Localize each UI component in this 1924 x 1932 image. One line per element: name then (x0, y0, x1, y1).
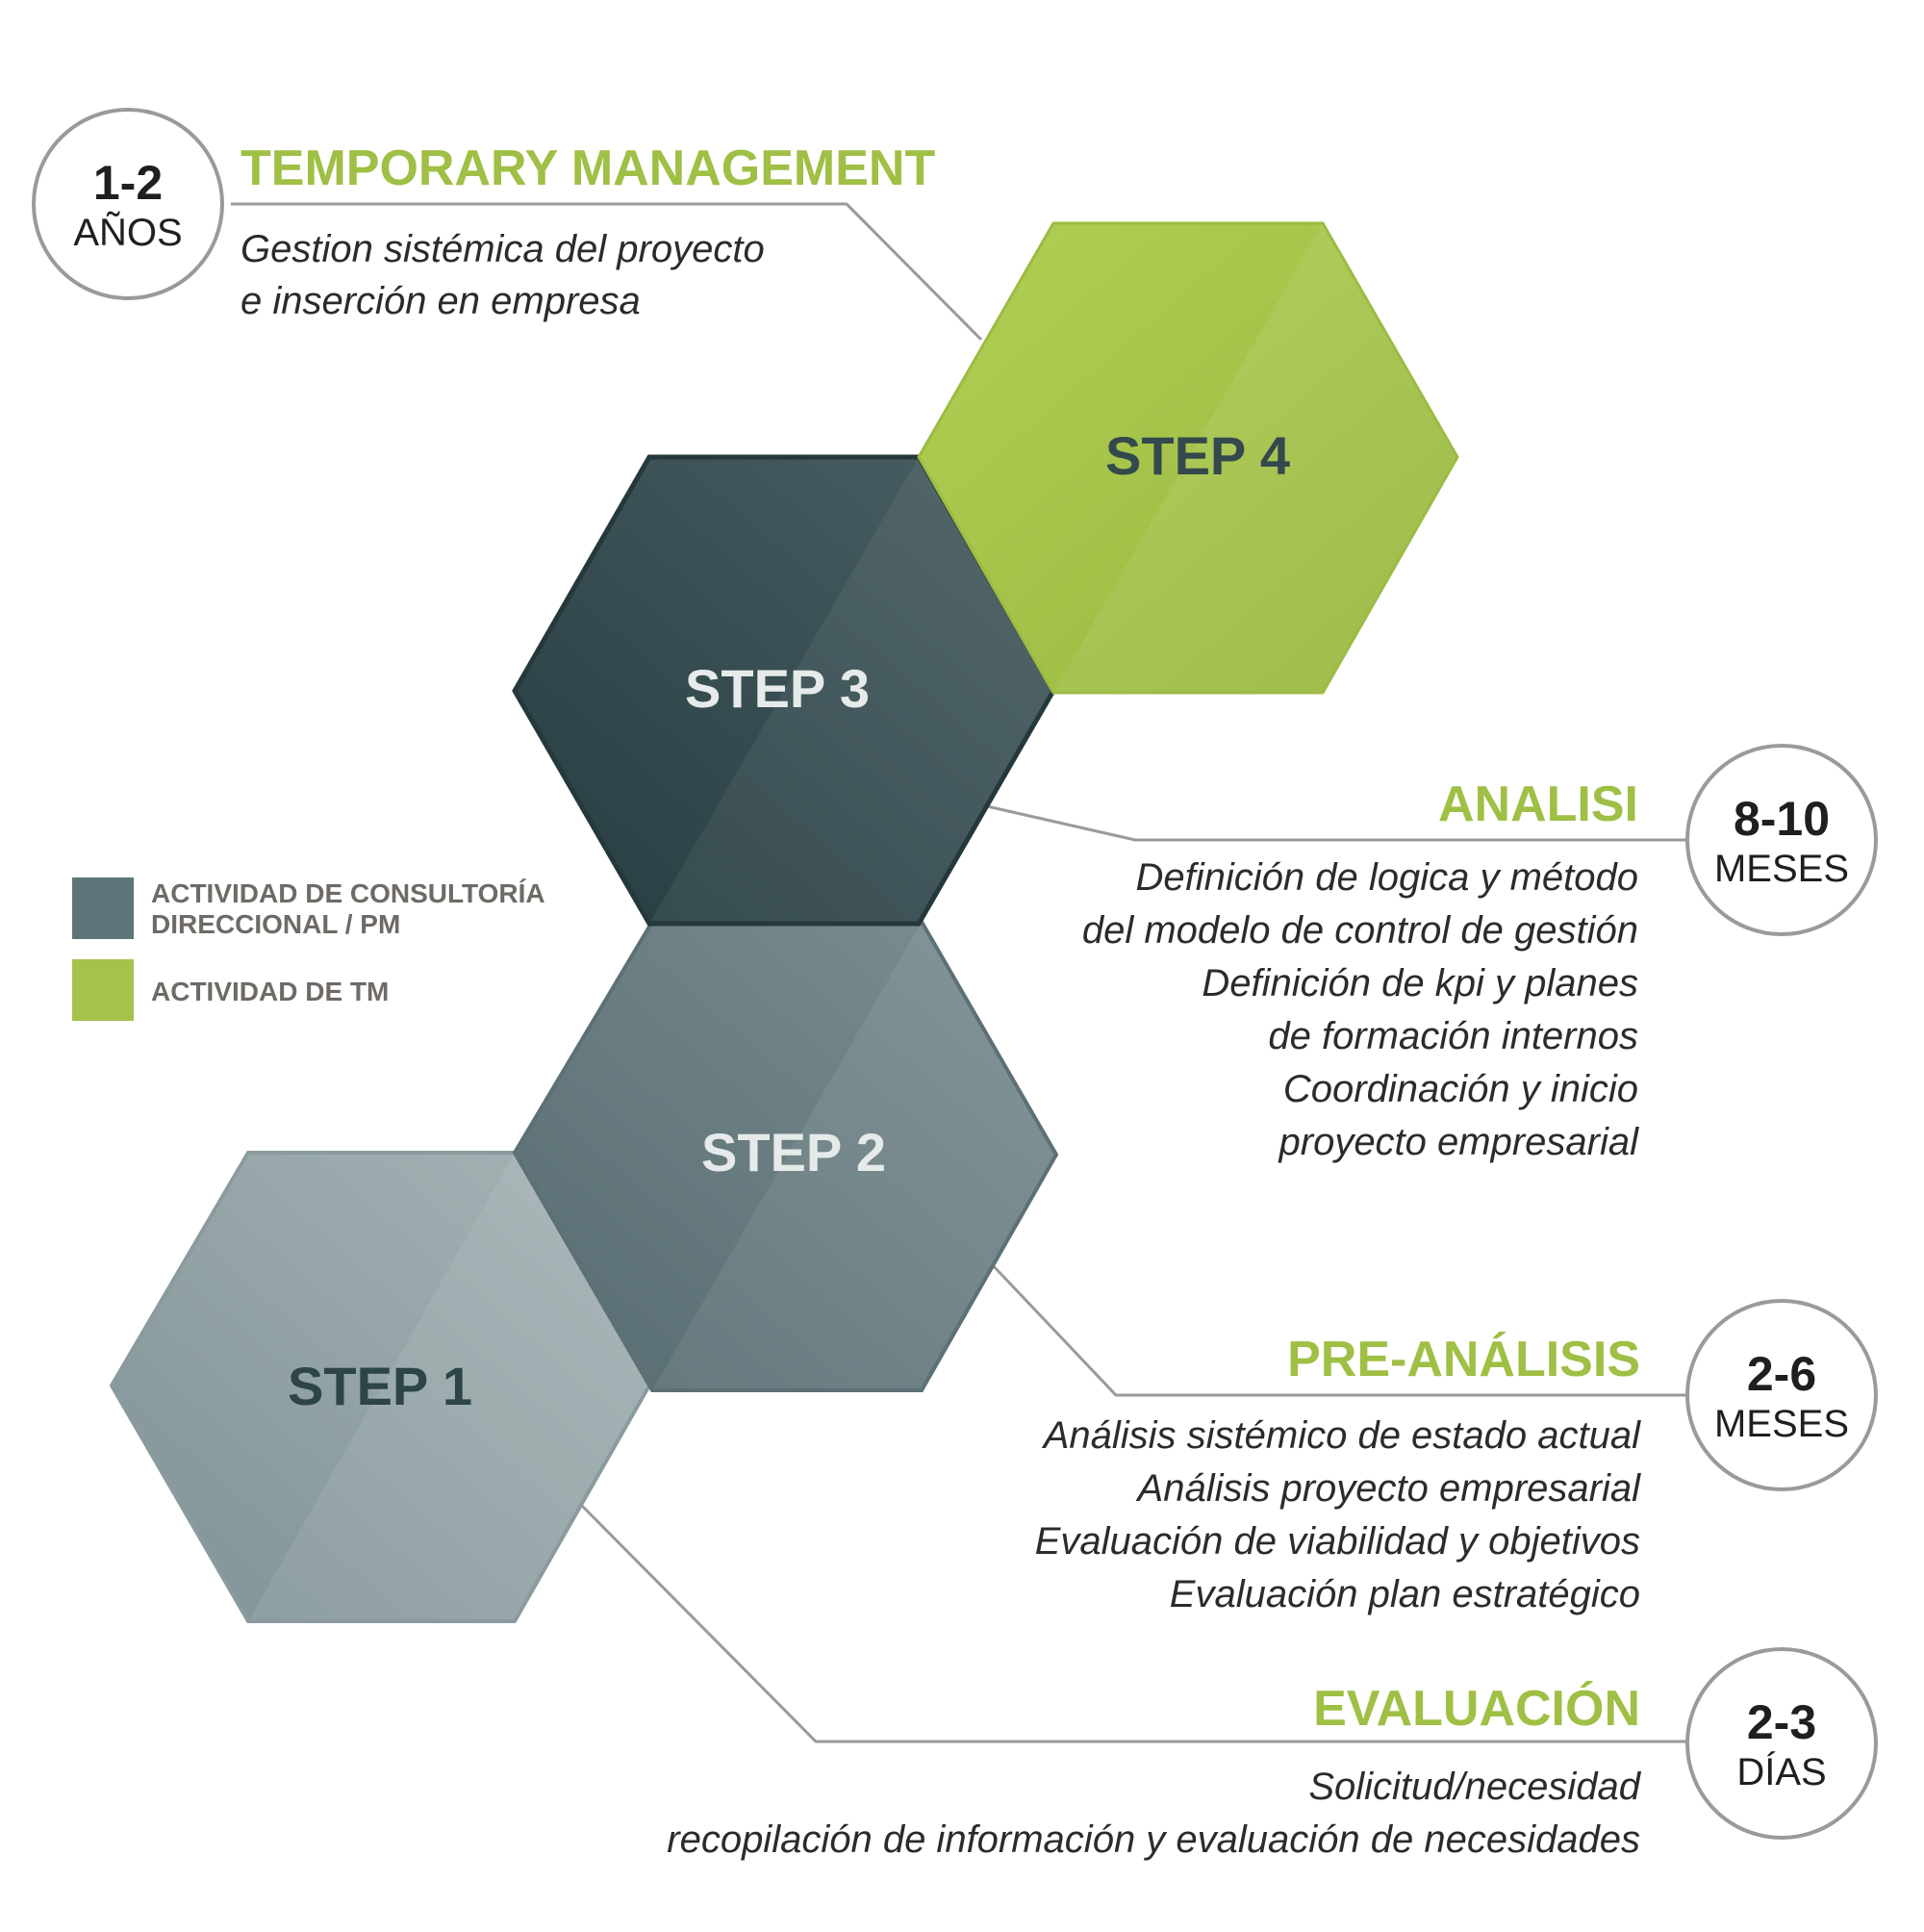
duration-analisi-unit: MESES (1714, 848, 1849, 890)
duration-temporary: 1-2 AÑOS (32, 108, 224, 300)
duration-preanalisis-value: 2-6 (1747, 1347, 1816, 1401)
section-preanalisis-line-1: Análisis sistémico de estado actual (1042, 1414, 1641, 1457)
legend-tm-label: ACTIVIDAD DE TM (151, 977, 389, 1006)
legend-consulting-line-1: ACTIVIDAD DE CONSULTORÍA (151, 878, 545, 908)
step-3-label: STEP 3 (685, 658, 870, 719)
section-preanalisis-title: PRE-ANÁLISIS (1287, 1332, 1640, 1387)
duration-evaluacion-value: 2-3 (1747, 1695, 1816, 1749)
section-analisi-line-4: de formación internos (1268, 1015, 1638, 1057)
step-2-hexagon: STEP 2 (512, 920, 1059, 1392)
section-preanalisis: PRE-ANÁLISIS Análisis sistémico de estad… (1035, 1332, 1641, 1615)
step-1-label: STEP 1 (288, 1356, 472, 1416)
section-evaluacion-line-1: Solicitud/necesidad (1308, 1766, 1641, 1808)
section-temporary-line-1: Gestion sistémica del proyecto (240, 228, 765, 270)
connector-step4 (231, 202, 983, 342)
duration-evaluacion-unit: DÍAS (1736, 1750, 1826, 1793)
connector-step2 (989, 1261, 1685, 1397)
step-4-label: STEP 4 (1105, 425, 1290, 486)
duration-preanalisis: 2-6 MESES (1685, 1299, 1878, 1491)
duration-temporary-value: 1-2 (93, 156, 163, 210)
step-4-hexagon: STEP 4 (917, 221, 1459, 695)
section-analisi-line-5: Coordinación y inicio (1283, 1068, 1638, 1110)
section-analisi-line-3: Definición de kpi y planes (1202, 962, 1638, 1004)
section-evaluacion-title: EVALUACIÓN (1313, 1681, 1640, 1737)
section-analisi-line-2: del modelo de control de gestión (1082, 909, 1638, 952)
duration-analisi: 8-10 MESES (1685, 744, 1878, 936)
connector-step1 (580, 1504, 1685, 1743)
legend: ACTIVIDAD DE CONSULTORÍA DIRECCIONAL / P… (72, 877, 545, 1021)
step-3-hexagon: STEP 3 (512, 454, 1056, 927)
section-preanalisis-line-3: Evaluación de viabilidad y objetivos (1035, 1520, 1640, 1563)
section-temporary: TEMPORARY MANAGEMENT Gestion sistémica d… (240, 140, 935, 322)
legend-consulting-line-2: DIRECCIONAL / PM (151, 909, 400, 939)
legend-swatch-consulting (72, 877, 134, 939)
connector-lines (231, 202, 1685, 1743)
duration-preanalisis-unit: MESES (1714, 1403, 1849, 1445)
duration-temporary-unit: AÑOS (73, 211, 182, 254)
section-evaluacion-line-2: recopilación de información y evaluación… (667, 1818, 1640, 1861)
section-preanalisis-line-4: Evaluación plan estratégico (1170, 1573, 1640, 1615)
section-evaluacion: EVALUACIÓN Solicitud/necesidad recopilac… (667, 1681, 1642, 1861)
section-analisi-line-6: proyecto empresarial (1278, 1121, 1640, 1163)
duration-evaluacion: 2-3 DÍAS (1685, 1647, 1878, 1840)
duration-analisi-value: 8-10 (1734, 792, 1830, 846)
section-temporary-line-2: e inserción en empresa (240, 280, 641, 322)
step-2-label: STEP 2 (701, 1122, 886, 1182)
section-preanalisis-line-2: Análisis proyecto empresarial (1136, 1467, 1642, 1510)
section-analisi: ANALISI Definición de logica y método de… (1082, 776, 1639, 1163)
connector-step3 (986, 804, 1685, 842)
section-analisi-title: ANALISI (1438, 776, 1638, 832)
section-temporary-title: TEMPORARY MANAGEMENT (240, 140, 935, 196)
section-analisi-line-1: Definición de logica y método (1135, 856, 1638, 899)
legend-swatch-tm (72, 959, 134, 1021)
step-1-hexagon: STEP 1 (109, 1151, 652, 1623)
